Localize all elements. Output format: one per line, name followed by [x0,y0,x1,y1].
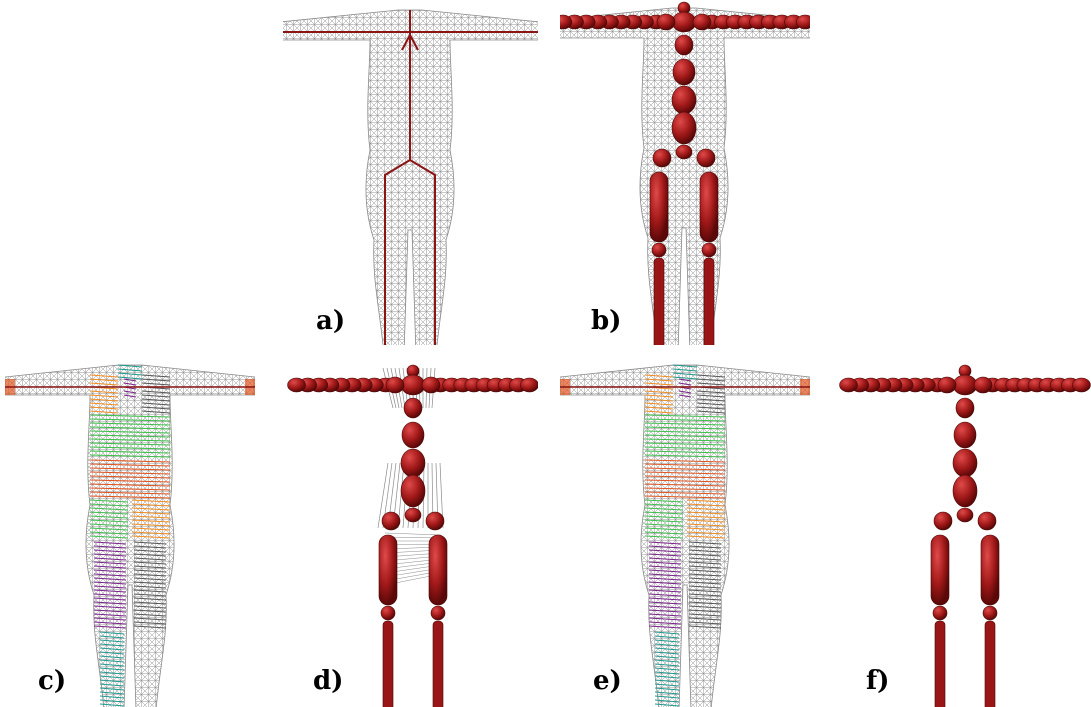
sphere-spine [954,422,976,448]
panel-f [835,355,1091,707]
sphere-shin [935,621,945,707]
sphere-right-hip [426,512,444,530]
sphere-spine [673,59,695,85]
sphere-thigh [429,535,447,605]
sphere-shin [654,258,664,345]
body-segmented-mesh-e [560,355,810,707]
sphere-thigh [379,535,397,605]
sphere-knee [933,606,947,620]
panel-label-b: b) [591,308,621,334]
sphere-spine [672,112,696,144]
sphere-chest-top [401,375,425,395]
sphere-knee [983,606,997,620]
sphere-spine [675,35,693,55]
sphere-right-arm [1072,378,1090,392]
sphere-spine [401,475,425,507]
sphere-left-shoulder [386,377,404,393]
sphere-chest-top [953,375,977,395]
sphere-right-hip [978,512,996,530]
sphere-spine [957,508,973,522]
sphere-right-shoulder [974,377,992,393]
panel-e [560,355,810,707]
panel-label-d: d) [313,668,343,694]
sphere-shin [704,258,714,345]
panel-a [283,0,538,345]
panel-b [560,0,810,345]
panel-label-e: e) [593,668,622,694]
sphere-shin [383,621,393,707]
panel-c [5,355,255,707]
sphere-shin [985,621,995,707]
sphere-thigh [931,535,949,605]
sphere-spine [404,398,422,418]
sphere-spine [956,398,974,418]
sphere-spine [672,86,696,114]
panel-label-f: f) [866,668,890,694]
sphere-knee [381,606,395,620]
sphere-thigh [700,172,718,242]
sphere-right-hip [697,149,715,167]
body-mesh-skeleton-lines [283,0,538,345]
panel-d [283,355,538,707]
sphere-spine [953,449,977,477]
sphere-spine [405,508,421,522]
body-segmented-mesh-c [5,355,255,707]
sphere-shin [433,621,443,707]
sphere-right-arm [520,378,538,392]
sphere-spine [676,145,692,159]
sphere-spine [401,449,425,477]
sphere-chest-top [672,12,696,32]
sphere-left-shoulder [657,14,675,30]
panel-label-c: c) [38,668,66,694]
sphere-left-hip [382,512,400,530]
body-skeleton-connections [283,355,538,707]
sphere-spine [402,422,424,448]
sphere-thigh [981,535,999,605]
mesh-body [560,8,810,345]
sphere-spine [953,475,977,507]
sphere-left-hip [653,149,671,167]
sphere-left-arm [288,378,306,392]
sphere-left-shoulder [938,377,956,393]
body-skeleton-spheres [835,355,1091,707]
panel-label-a: a) [316,308,345,334]
sphere-thigh [650,172,668,242]
sphere-knee [652,243,666,257]
sphere-left-hip [934,512,952,530]
sphere-right-shoulder [422,377,440,393]
sphere-right-shoulder [693,14,711,30]
body-mesh-skeleton-spheres [560,0,810,345]
sphere-knee [702,243,716,257]
sphere-knee [431,606,445,620]
sphere-left-arm [840,378,858,392]
